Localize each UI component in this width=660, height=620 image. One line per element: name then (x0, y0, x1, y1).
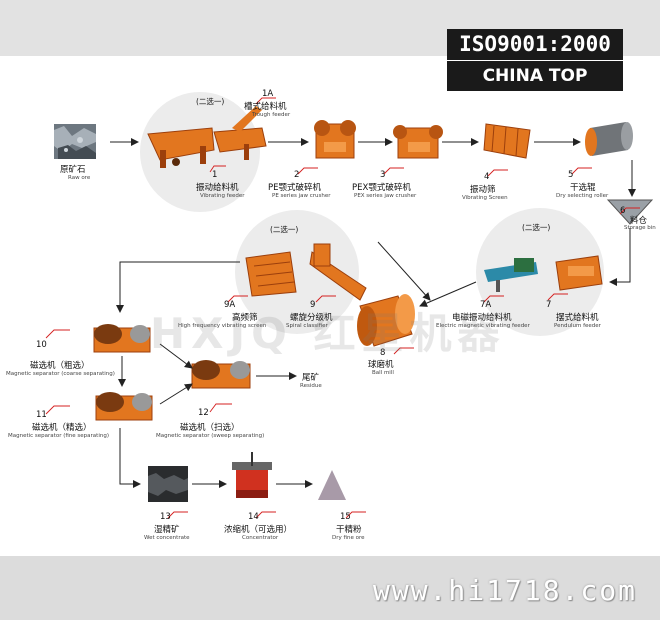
choice-label-feeder: (二选一) (196, 97, 225, 106)
step-7a-label: 电磁振动给料机 (452, 313, 512, 323)
step-12-number: 12 (198, 408, 209, 418)
brand-badge: CHINA TOP BRAND (447, 61, 623, 116)
step-15-sublabel: Dry fine ore (332, 535, 365, 541)
choice-label-classifier: (二选一) (270, 225, 299, 234)
trough-feeder-machine (213, 106, 267, 160)
flow-arrows (110, 138, 636, 488)
step-7-number: 7 (546, 300, 552, 310)
wet-concentrate-image (148, 466, 188, 502)
footer-band (0, 556, 660, 620)
step-3-label: PEX颚式破碎机 (352, 183, 411, 193)
step-10-sublabel: Magnetic separator (coarse separating) (6, 371, 115, 377)
step-1a-sublabel: Trough feeder (252, 112, 291, 118)
step-5-number: 5 (568, 170, 574, 180)
step-1a-label: 槽式给料机 (244, 102, 287, 112)
pe-jaw-crusher-machine (314, 120, 356, 159)
step-9a-label: 高频筛 (232, 313, 258, 323)
residue-label: 尾矿 (302, 373, 320, 383)
concentrator-machine (232, 452, 272, 498)
residue-sublabel: Residue (300, 383, 322, 389)
choice-circle-fine-feeder (476, 208, 604, 336)
step-11-label: 磁选机（精选） (32, 423, 92, 433)
step-14-sublabel: Concentrator (242, 535, 279, 541)
ball-mill-machine (357, 294, 415, 347)
step-1-number: 1 (212, 170, 218, 180)
magnetic-separator-12-machine (191, 360, 251, 389)
dry-selecting-roller-machine (585, 122, 633, 156)
raw-ore-sublabel: Raw ore (68, 175, 91, 181)
step-2-label: PE颚式破碎机 (268, 183, 321, 193)
storage-bin (606, 199, 654, 225)
step-7a-sublabel: Electric magnetic vibrating feeder (436, 323, 530, 329)
step-4-label: 振动筛 (470, 185, 496, 195)
step-5-label: 干选辊 (570, 183, 596, 193)
step-2-number: 2 (294, 170, 300, 180)
step-7-sublabel: Pendulum feeder (554, 323, 601, 329)
step-7-label: 摆式给料机 (556, 313, 599, 323)
step-11-number: 11 (36, 410, 47, 420)
step-5-sublabel: Dry selecting roller (556, 193, 609, 199)
magnetic-separator-10-machine (93, 324, 151, 353)
step-9a-number: 9A (224, 300, 236, 310)
step-13-number: 13 (160, 512, 171, 522)
step-3-number: 3 (380, 170, 386, 180)
step-2-sublabel: PE series jaw crusher (272, 193, 331, 199)
iso-certification-badge: ISO9001:2000 (447, 29, 623, 60)
vibrating-feeder-machine (147, 127, 215, 168)
step-12-label: 磁选机（扫选） (180, 423, 240, 433)
step-12-sublabel: Magnetic separator (sweep separating) (156, 433, 265, 439)
vibrating-screen-machine (483, 123, 531, 159)
step-10-label: 磁选机（粗选） (30, 361, 90, 371)
high-frequency-screen-machine (245, 251, 297, 297)
step-13-label: 湿精矿 (154, 525, 180, 535)
step-15-label: 干精粉 (336, 525, 362, 535)
step-6-label: 料仓 (630, 216, 648, 226)
electric-magnetic-vibrating-feeder-machine (484, 258, 538, 292)
step-7a-number: 7A (480, 300, 492, 310)
footer-website: www.hi1718.com (372, 574, 637, 607)
label-leader-lines (45, 97, 640, 519)
step-8-sublabel: Ball mill (372, 370, 394, 376)
step-10-number: 10 (36, 340, 47, 350)
step-13-sublabel: Wet concentrate (144, 535, 190, 541)
step-14-label: 浓缩机（可选用） (224, 525, 293, 535)
raw-ore-image (54, 124, 96, 159)
step-8-label: 球磨机 (368, 360, 394, 370)
step-3-sublabel: PEX series jaw crusher (354, 193, 417, 199)
step-8-number: 8 (380, 348, 386, 358)
pex-jaw-crusher-machine (393, 125, 443, 159)
step-9-sublabel: Spiral classifier (286, 323, 328, 329)
choice-circle-classifier (235, 210, 359, 334)
dry-fine-ore-pile (318, 470, 346, 500)
choice-label-fine-feeder: (二选一) (522, 223, 551, 232)
raw-ore-label: 原矿石 (60, 165, 86, 175)
step-9-number: 9 (310, 300, 316, 310)
step-15-number: 15 (340, 512, 351, 522)
step-1-label: 振动给料机 (196, 183, 239, 193)
step-4-sublabel: Vibrating Screen (462, 195, 508, 201)
pendulum-feeder-machine (555, 255, 603, 291)
step-11-sublabel: Magnetic separator (fine separating) (8, 433, 109, 439)
spiral-classifier-machine (309, 243, 367, 301)
step-1-sublabel: Vibrating feeder (200, 193, 245, 199)
magnetic-separator-11-machine (95, 392, 153, 421)
step-14-number: 14 (248, 512, 259, 522)
step-9-label: 螺旋分级机 (290, 313, 333, 323)
step-6-sublabel: Storage bin (624, 225, 656, 231)
step-4-number: 4 (484, 172, 490, 182)
brand-watermark: HXJQ 红星机器 (150, 309, 506, 358)
step-1a-number: 1A (262, 89, 274, 99)
step-6-number: 6 (620, 206, 626, 216)
step-9a-sublabel: High frequency vibrating screen (178, 323, 267, 329)
